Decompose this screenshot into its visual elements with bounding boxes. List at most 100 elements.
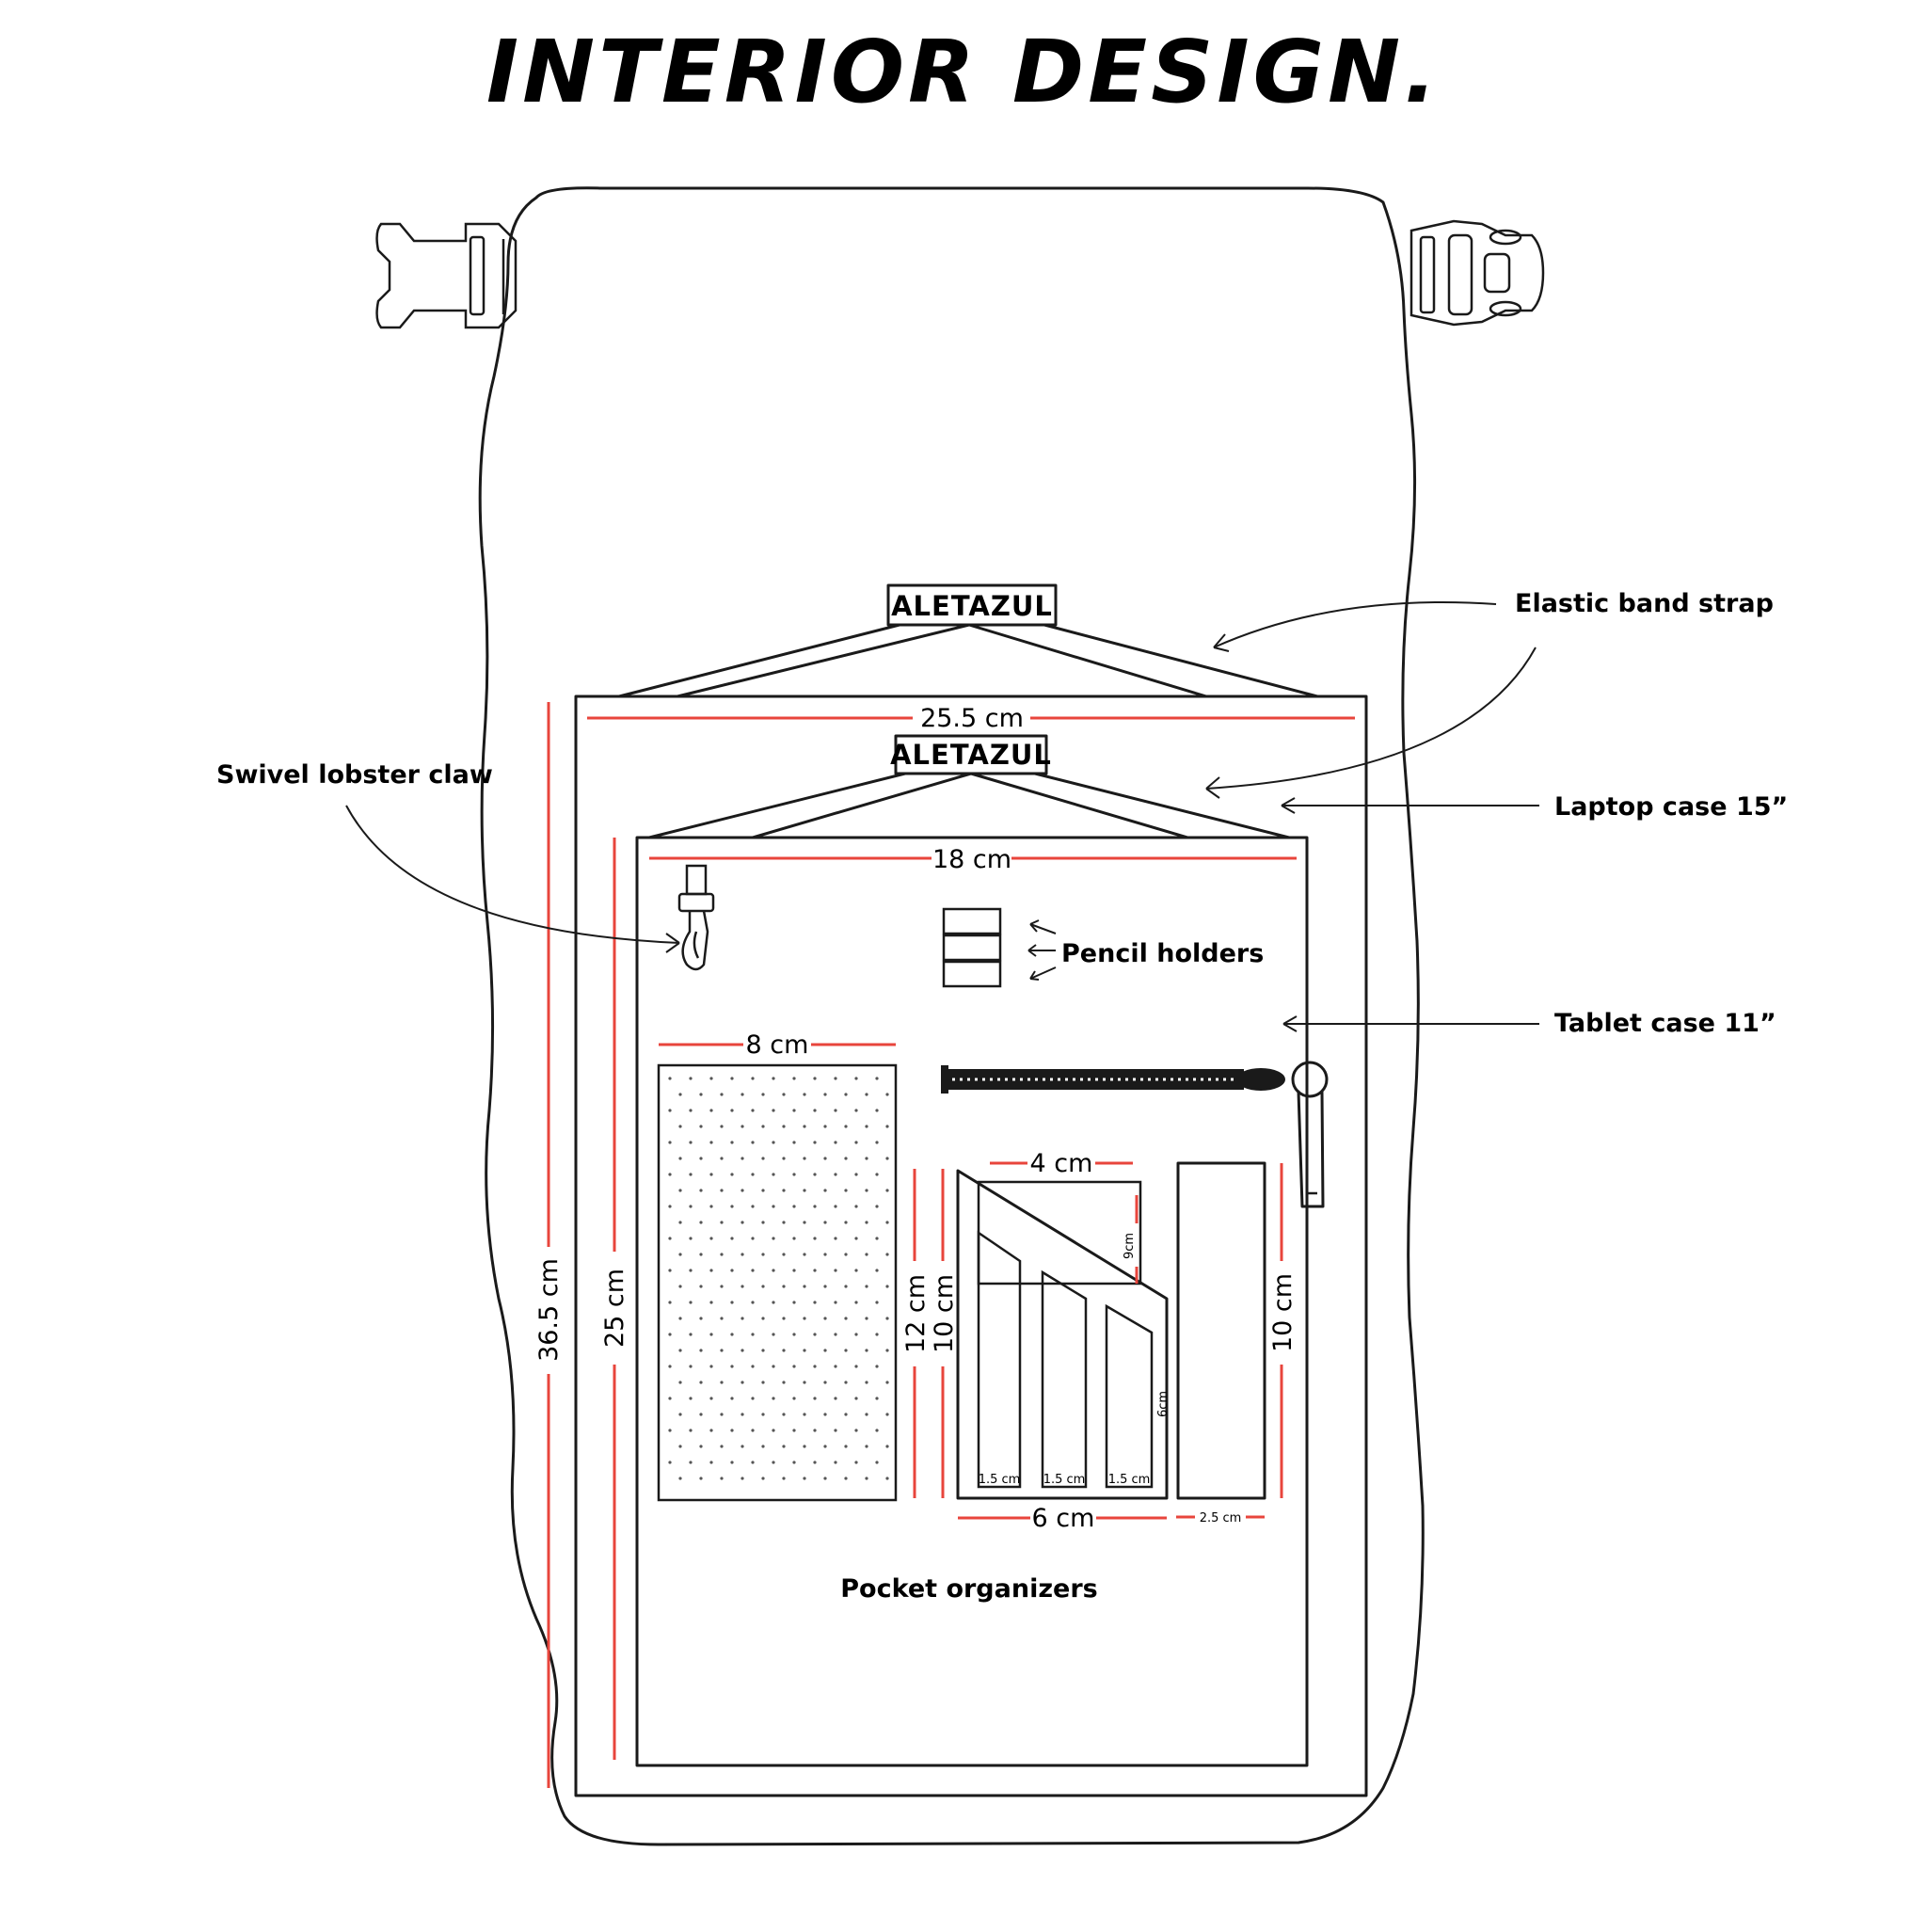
mesh-dot xyxy=(803,1445,806,1448)
mesh-dot xyxy=(699,1445,703,1448)
mesh-dot xyxy=(875,1173,879,1176)
mesh-dot xyxy=(803,1221,806,1224)
mesh-dot xyxy=(751,1429,755,1432)
mesh-dot xyxy=(823,1285,827,1288)
mesh-dot xyxy=(823,1413,827,1416)
mesh-dot xyxy=(751,1397,755,1400)
laptop-height-dimension: 36.5 cm xyxy=(534,702,564,1788)
mesh-dot xyxy=(844,1413,848,1416)
mesh-dot xyxy=(834,1301,837,1304)
laptop-case-callout: Laptop case 15” xyxy=(1281,792,1788,822)
mesh-dot xyxy=(885,1093,889,1096)
mesh-dot xyxy=(709,1333,713,1336)
laptop-width-label: 25.5 cm xyxy=(920,704,1024,733)
mesh-dot xyxy=(678,1445,682,1448)
mesh-dot xyxy=(844,1445,848,1448)
mesh-dot xyxy=(709,1429,713,1432)
mesh-width-dimension: 8 cm xyxy=(659,1030,896,1060)
mesh-dot xyxy=(689,1269,693,1272)
mesh-dot xyxy=(854,1301,858,1304)
mesh-dot xyxy=(668,1237,672,1240)
mesh-dot xyxy=(885,1189,889,1192)
mesh-dot xyxy=(834,1397,837,1400)
mesh-dot xyxy=(761,1093,765,1096)
mesh-dot xyxy=(854,1237,858,1240)
mesh-dot xyxy=(772,1109,775,1112)
mesh-dot xyxy=(709,1077,713,1080)
mesh-dot xyxy=(813,1173,817,1176)
mesh-dot xyxy=(865,1317,868,1320)
mesh-dot xyxy=(813,1429,817,1432)
mesh-dot xyxy=(751,1173,755,1176)
mesh-dot xyxy=(813,1205,817,1208)
mesh-dot xyxy=(741,1157,744,1160)
mesh-dot xyxy=(792,1237,796,1240)
mesh-dot xyxy=(730,1237,734,1240)
mesh-dot xyxy=(782,1381,786,1384)
mesh-dot xyxy=(875,1205,879,1208)
mesh-dot xyxy=(751,1461,755,1464)
mesh-dot xyxy=(678,1317,682,1320)
mesh-dot xyxy=(720,1093,724,1096)
mesh-dot xyxy=(689,1333,693,1336)
mesh-dot xyxy=(761,1477,765,1480)
mesh-dot xyxy=(720,1381,724,1384)
slot-2-label: 1.5 cm xyxy=(1043,1473,1086,1487)
mesh-dot xyxy=(751,1237,755,1240)
mesh-dot xyxy=(885,1285,889,1288)
mesh-dot xyxy=(782,1413,786,1416)
mesh-dot xyxy=(792,1365,796,1368)
mesh-dot xyxy=(699,1349,703,1352)
narrow-pocket xyxy=(1176,1161,1266,1500)
mesh-dot xyxy=(792,1141,796,1144)
mesh-dot xyxy=(689,1141,693,1144)
mesh-dot xyxy=(668,1109,672,1112)
mesh-dot xyxy=(792,1333,796,1336)
top-brand-label: ALETAZUL xyxy=(891,590,1053,622)
narrow-pocket-height-label: 10 cm xyxy=(1268,1273,1298,1352)
mesh-dot xyxy=(699,1189,703,1192)
mesh-dot xyxy=(854,1461,858,1464)
mesh-dot xyxy=(772,1269,775,1272)
mesh-dot xyxy=(834,1461,837,1464)
mesh-dot xyxy=(709,1205,713,1208)
mesh-dot xyxy=(668,1205,672,1208)
mesh-dot xyxy=(823,1093,827,1096)
slot-1-label: 1.5 cm xyxy=(979,1473,1021,1487)
mesh-dot xyxy=(741,1253,744,1256)
mesh-dot xyxy=(844,1125,848,1128)
left-buckle-icon xyxy=(375,222,518,329)
mesh-dot xyxy=(813,1077,817,1080)
mesh-dot xyxy=(834,1077,837,1080)
mesh-dot xyxy=(782,1349,786,1352)
mesh-dot xyxy=(813,1365,817,1368)
pocket-slant-label: 9cm xyxy=(1123,1233,1137,1259)
mesh-dot xyxy=(782,1125,786,1128)
mesh-dot xyxy=(689,1077,693,1080)
mesh-dot xyxy=(885,1157,889,1160)
mesh-dot xyxy=(834,1269,837,1272)
mesh-dot xyxy=(792,1461,796,1464)
lobster-claw-label: Swivel lobster claw xyxy=(216,760,493,790)
mesh-dot xyxy=(772,1397,775,1400)
tablet-brand-label: ALETAZUL xyxy=(890,739,1052,771)
mesh-dot xyxy=(761,1445,765,1448)
mesh-dot xyxy=(875,1269,879,1272)
mesh-dot xyxy=(813,1301,817,1304)
mesh-dot xyxy=(730,1173,734,1176)
mesh-dot xyxy=(720,1477,724,1480)
mesh-dot xyxy=(751,1333,755,1336)
mesh-dot xyxy=(854,1141,858,1144)
mesh-dot xyxy=(865,1253,868,1256)
mesh-dot xyxy=(699,1221,703,1224)
mesh-dot xyxy=(772,1365,775,1368)
mesh-dot xyxy=(761,1253,765,1256)
mesh-dot xyxy=(885,1317,889,1320)
mesh-dot xyxy=(772,1077,775,1080)
mesh-dot xyxy=(699,1157,703,1160)
narrow-pocket-height-dimension: 10 cm xyxy=(1268,1163,1298,1498)
mesh-dot xyxy=(730,1205,734,1208)
mesh-dot xyxy=(865,1221,868,1224)
mesh-dot xyxy=(709,1237,713,1240)
laptop-width-dimension: 25.5 cm xyxy=(587,704,1355,733)
